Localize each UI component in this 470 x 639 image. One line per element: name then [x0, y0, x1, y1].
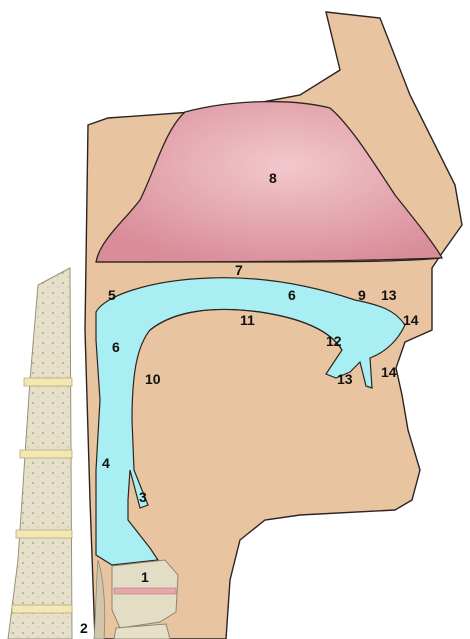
- label-8: 8: [269, 170, 277, 186]
- label-6a: 6: [112, 339, 120, 355]
- spine: [8, 268, 72, 639]
- label-13b: 13: [337, 371, 353, 387]
- label-5: 5: [108, 287, 116, 303]
- label-4: 4: [102, 455, 110, 471]
- label-12: 12: [326, 333, 342, 349]
- label-3: 3: [139, 489, 147, 505]
- label-7: 7: [235, 262, 243, 278]
- label-9: 9: [358, 287, 366, 303]
- spine-disc: [20, 450, 72, 458]
- label-13a: 13: [381, 287, 397, 303]
- spine-disc: [12, 605, 72, 613]
- label-10: 10: [145, 371, 161, 387]
- label-6b: 6: [288, 287, 296, 303]
- label-1: 1: [141, 569, 149, 585]
- label-14a: 14: [403, 312, 419, 328]
- label-11: 11: [240, 312, 255, 328]
- label-14b: 14: [381, 364, 397, 380]
- label-2: 2: [80, 620, 88, 636]
- larynx-band: [114, 588, 176, 594]
- spine-disc: [16, 530, 72, 538]
- spine-disc: [24, 378, 72, 386]
